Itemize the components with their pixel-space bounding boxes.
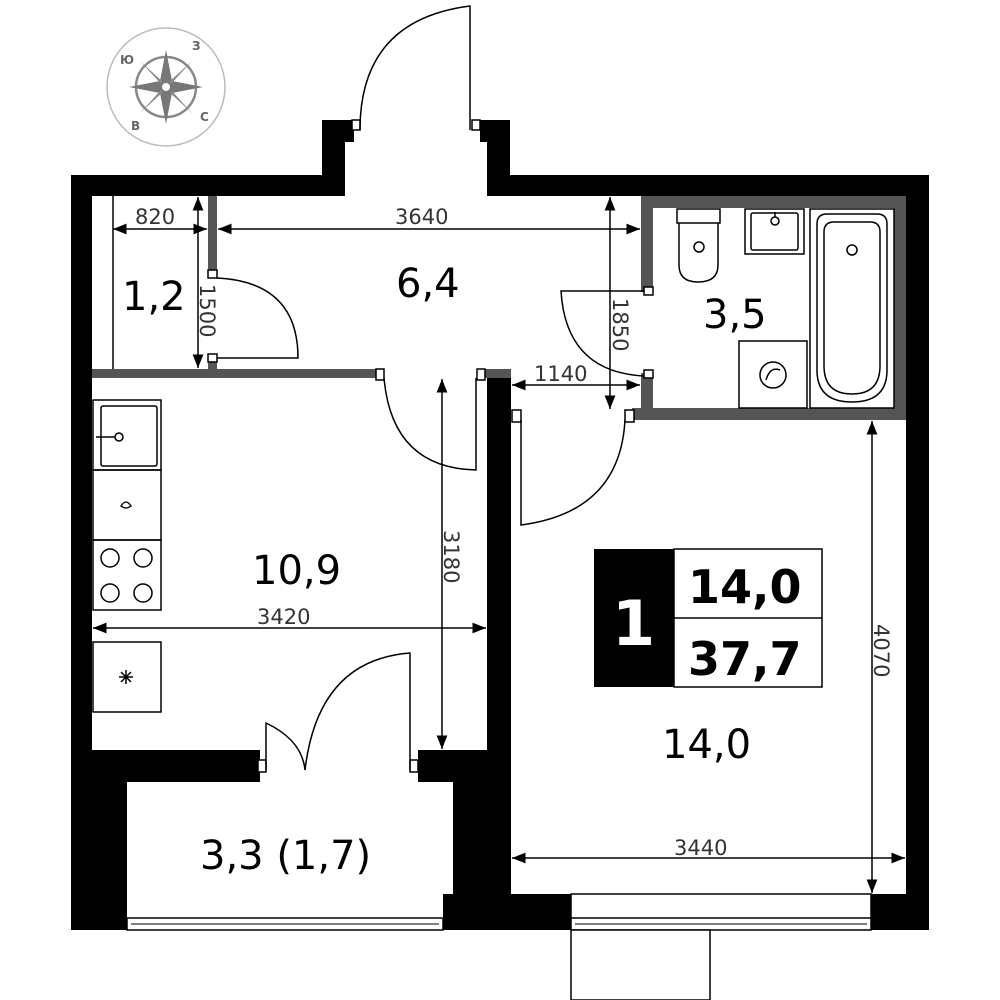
apartment-badge: 1 14,0 37,7 — [594, 548, 823, 688]
room-labels: 1,2 6,4 3,5 10,9 14,0 3,3 (1,7) — [122, 261, 767, 879]
balcony — [126, 893, 872, 1000]
dim-living-depth: 4070 — [869, 624, 893, 677]
living-door — [520, 419, 626, 526]
dim-hall-width: 3640 — [395, 205, 448, 229]
dim-storage-width: 820 — [135, 205, 175, 229]
outer-walls — [71, 120, 929, 930]
room-area-living: 14,0 — [662, 722, 751, 768]
washing-machine-icon — [738, 340, 808, 409]
sink-icon — [744, 208, 805, 255]
dim-living-width: 3440 — [674, 836, 727, 860]
badge-rooms-count: 1 — [612, 587, 655, 660]
dim-kitchen-depth: 3180 — [439, 530, 463, 583]
kitchen-door — [383, 377, 477, 471]
dim-storage-depth: 1500 — [195, 284, 219, 337]
compass-letter-n: Ю — [120, 53, 134, 67]
doors — [216, 5, 645, 771]
kitchen-fixtures — [92, 399, 162, 713]
bathroom-fixtures — [676, 208, 895, 409]
compass-letter-s: С — [200, 110, 209, 124]
balcony-door-right — [304, 652, 411, 771]
room-area-bathroom: 3,5 — [703, 292, 767, 338]
toilet-icon — [676, 208, 721, 283]
fridge-icon — [92, 641, 162, 713]
dim-kitchen-width: 3420 — [257, 605, 310, 629]
dimension-lines — [93, 197, 905, 893]
room-area-hall: 6,4 — [396, 261, 460, 307]
dim-bath-depth: 1850 — [608, 298, 632, 351]
inner-partitions — [92, 119, 906, 773]
balcony-door-left — [265, 721, 306, 771]
counter — [92, 469, 162, 541]
room-area-kitchen: 10,9 — [252, 548, 341, 594]
room-area-storage: 1,2 — [122, 274, 186, 320]
dim-corridor-width: 1140 — [534, 362, 587, 386]
compass-icon: Ю З В С — [106, 27, 226, 147]
badge-total-area: 37,7 — [688, 632, 802, 686]
stove-icon — [92, 539, 162, 611]
room-area-balcony: 3,3 (1,7) — [200, 833, 371, 879]
compass-letter-w: В — [131, 119, 140, 133]
storage-door — [216, 277, 299, 359]
dimension-labels: 820 1500 3640 1850 1140 3180 3420 4070 3… — [135, 205, 893, 860]
entrance-door — [359, 5, 471, 131]
bathroom-door — [560, 290, 645, 377]
bathtub-icon — [809, 208, 895, 409]
compass-letter-e: З — [192, 39, 201, 53]
badge-living-area: 14,0 — [688, 560, 802, 614]
